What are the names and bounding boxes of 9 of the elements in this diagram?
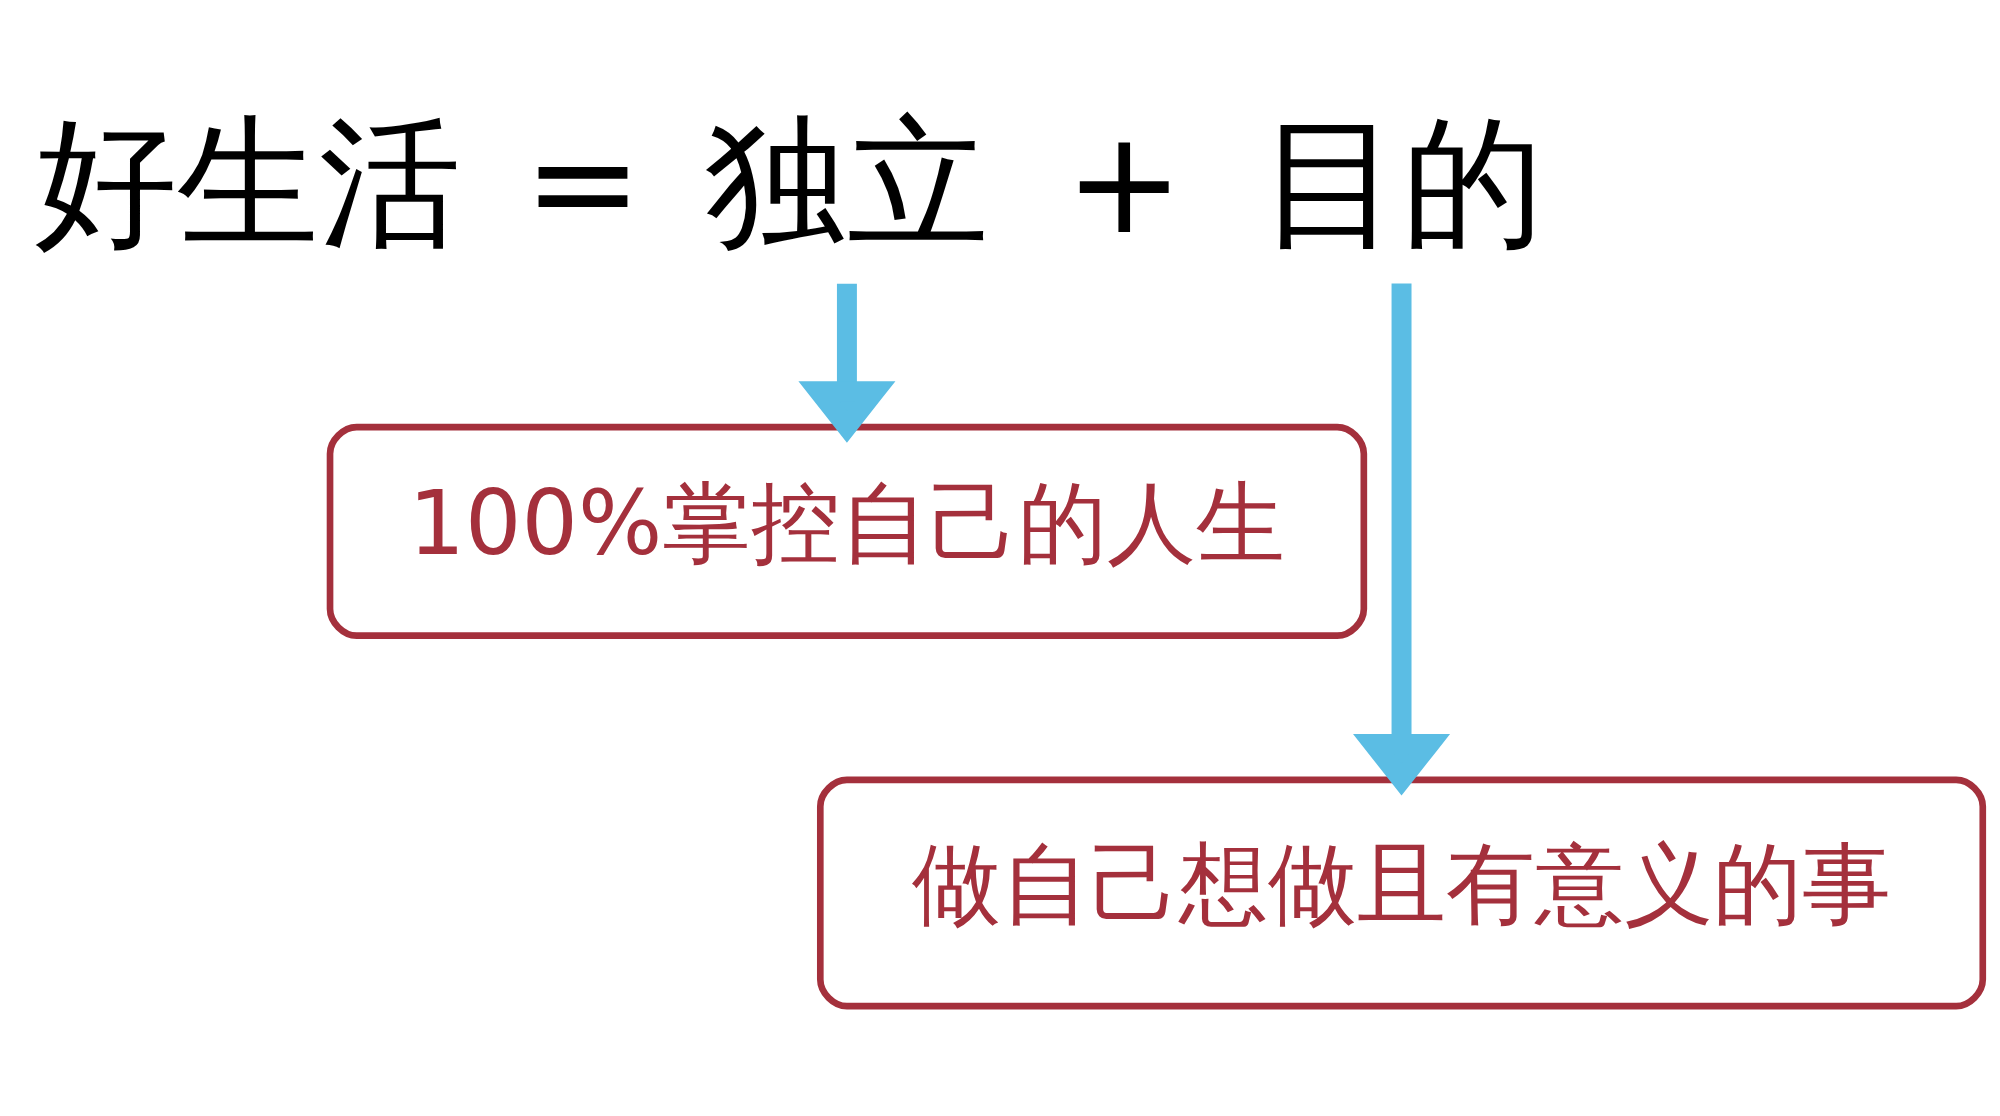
- node-text: 独立: [704, 100, 989, 266]
- arrow: [1353, 283, 1451, 796]
- node-text: 目的: [1259, 100, 1544, 266]
- label: +: [1064, 100, 1184, 266]
- node-box: 100%掌控自己的人生: [326, 423, 1368, 639]
- label: 好生活: [34, 100, 461, 266]
- arrow: [798, 283, 896, 443]
- label: =: [523, 100, 643, 266]
- node-box: 做自己想做且有意义的事: [816, 776, 1987, 1010]
